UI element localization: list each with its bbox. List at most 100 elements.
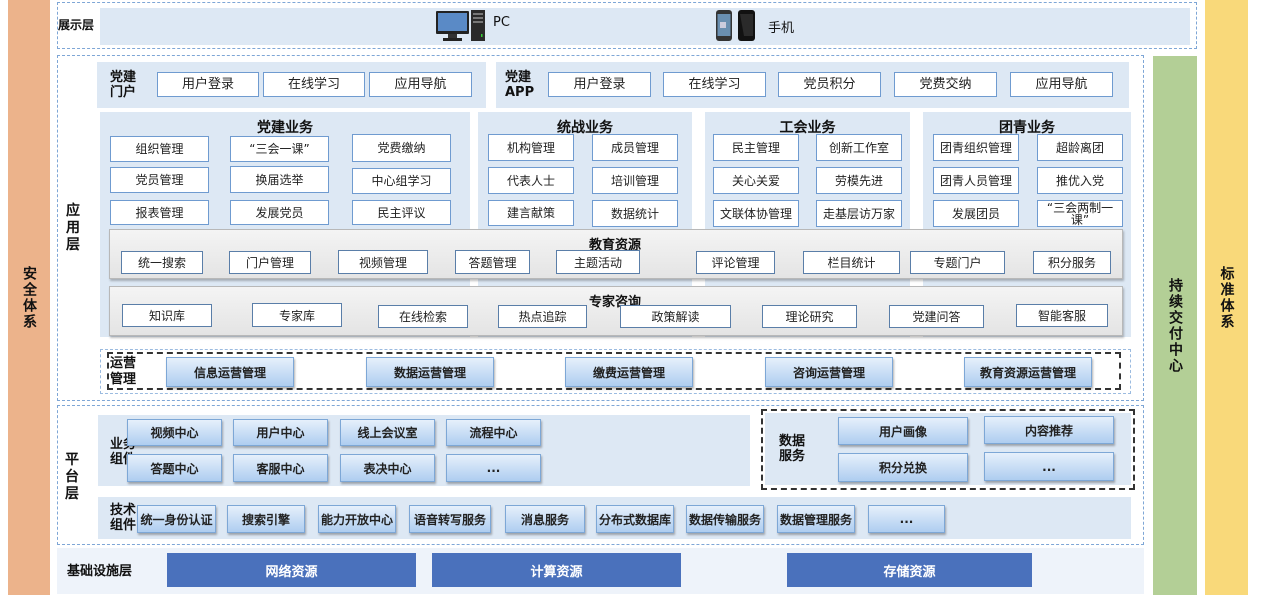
- operations-item[interactable]: 数据运营管理: [366, 357, 494, 387]
- tech-component[interactable]: 分布式数据库: [596, 505, 674, 533]
- education-item[interactable]: 栏目统计: [803, 251, 900, 274]
- party-item[interactable]: 民主评议: [352, 200, 451, 225]
- app-item[interactable]: 党费交纳: [894, 72, 997, 97]
- operations-item[interactable]: 缴费运营管理: [565, 357, 693, 387]
- portal-item[interactable]: 用户登录: [157, 72, 259, 97]
- tech-component[interactable]: 数据传输服务: [686, 505, 764, 533]
- expert-item[interactable]: 在线检索: [378, 305, 468, 328]
- education-item[interactable]: 答题管理: [455, 250, 530, 274]
- expert-item[interactable]: 热点追踪: [498, 305, 587, 328]
- app-item[interactable]: 应用导航: [1010, 72, 1113, 97]
- business-component[interactable]: ...: [446, 454, 541, 482]
- tech-component[interactable]: 消息服务: [505, 505, 585, 533]
- business-component[interactable]: 视频中心: [127, 419, 222, 446]
- business-component[interactable]: 用户中心: [233, 419, 328, 446]
- operations-item[interactable]: 信息运营管理: [166, 357, 294, 387]
- business-component[interactable]: 线上会议室: [340, 419, 435, 446]
- operations-label: 运营管理: [110, 356, 137, 387]
- compute-resources[interactable]: 计算资源: [432, 553, 681, 587]
- storage-resources[interactable]: 存储资源: [787, 553, 1032, 587]
- display-panel: [100, 8, 1190, 45]
- union-business-title: 工会业务: [779, 120, 836, 136]
- expert-item[interactable]: 专家库: [252, 303, 342, 327]
- party-item[interactable]: 党员管理: [110, 167, 209, 193]
- business-component[interactable]: 流程中心: [446, 419, 541, 446]
- continuous-delivery-bar: 持续交付中心: [1153, 56, 1197, 595]
- united-front-item[interactable]: 数据统计: [592, 200, 678, 227]
- application-layer-label: 应用层: [66, 203, 80, 253]
- tech-component[interactable]: 数据管理服务: [777, 505, 855, 533]
- expert-item[interactable]: 政策解读: [620, 305, 731, 328]
- education-item[interactable]: 评论管理: [696, 251, 775, 274]
- party-app-label: 党建 APP: [505, 70, 535, 100]
- education-item[interactable]: 门户管理: [229, 251, 311, 274]
- expert-item[interactable]: 智能客服: [1016, 304, 1108, 327]
- application-layer: [57, 55, 1144, 401]
- tech-component[interactable]: 语音转写服务: [409, 505, 491, 533]
- party-item[interactable]: 中心组学习: [352, 168, 451, 194]
- business-component[interactable]: 表决中心: [340, 454, 435, 482]
- infrastructure-label: 基础设施层: [67, 564, 133, 579]
- party-item[interactable]: 组织管理: [110, 136, 209, 162]
- union-item[interactable]: 文联体协管理: [713, 200, 799, 227]
- app-item[interactable]: 党员积分: [778, 72, 881, 97]
- united-front-item[interactable]: 成员管理: [592, 134, 678, 161]
- party-item[interactable]: 发展党员: [230, 200, 329, 225]
- tech-component[interactable]: 能力开放中心: [318, 505, 396, 533]
- expert-item[interactable]: 理论研究: [762, 305, 857, 328]
- expert-item[interactable]: 知识库: [122, 304, 212, 327]
- youth-item[interactable]: 发展团员: [933, 200, 1019, 227]
- operations-frame: [107, 352, 1121, 390]
- union-item[interactable]: 创新工作室: [816, 134, 902, 161]
- security-system-label: 安全体系: [21, 265, 37, 330]
- tech-components-label: 技术组件: [110, 503, 137, 533]
- youth-item[interactable]: 超龄离团: [1037, 134, 1123, 161]
- tech-component[interactable]: 统一身份认证: [137, 505, 216, 533]
- expert-item[interactable]: 党建问答: [889, 305, 984, 328]
- education-item[interactable]: 主题活动: [556, 250, 640, 274]
- standard-system-label: 标准体系: [1218, 265, 1235, 330]
- united-front-item[interactable]: 代表人士: [488, 167, 574, 194]
- operations-item[interactable]: 咨询运营管理: [765, 357, 893, 387]
- party-item[interactable]: 党费缴纳: [352, 134, 451, 162]
- operations-item[interactable]: 教育资源运营管理: [964, 357, 1092, 387]
- party-item[interactable]: “三会一课”: [230, 136, 329, 162]
- education-item[interactable]: 视频管理: [338, 250, 428, 274]
- youth-business-title: 团青业务: [999, 120, 1055, 136]
- united-front-item[interactable]: 机构管理: [488, 134, 574, 161]
- pc-monitor-icon: [436, 10, 485, 41]
- display-layer-label: 展示层: [58, 18, 95, 32]
- union-item[interactable]: 关心关爱: [713, 167, 799, 194]
- youth-item[interactable]: 团青组织管理: [933, 134, 1019, 161]
- education-item[interactable]: 专题门户: [910, 251, 1005, 274]
- tech-component[interactable]: 搜索引擎: [227, 505, 305, 533]
- youth-item[interactable]: “三会两制一课”: [1037, 200, 1123, 227]
- education-item[interactable]: 积分服务: [1033, 251, 1111, 274]
- business-component[interactable]: 答题中心: [127, 454, 222, 482]
- union-item[interactable]: 走基层访万家: [816, 200, 902, 227]
- union-item[interactable]: 民主管理: [713, 134, 799, 161]
- data-service-item[interactable]: 积分兑换: [838, 453, 968, 482]
- education-item[interactable]: 统一搜索: [121, 251, 203, 274]
- app-item[interactable]: 在线学习: [663, 72, 766, 97]
- data-service-item[interactable]: ...: [984, 452, 1114, 481]
- security-system-bar: 安全体系: [8, 0, 50, 595]
- youth-item[interactable]: 团青人员管理: [933, 167, 1019, 194]
- party-item[interactable]: 报表管理: [110, 200, 209, 225]
- data-service-item[interactable]: 内容推荐: [984, 416, 1114, 444]
- united-front-item[interactable]: 建言献策: [488, 200, 574, 226]
- tech-component[interactable]: ...: [868, 505, 945, 533]
- party-item[interactable]: 换届选举: [230, 166, 329, 193]
- business-component[interactable]: 客服中心: [233, 454, 328, 482]
- portal-item[interactable]: 在线学习: [263, 72, 365, 97]
- united-front-title: 统战业务: [557, 120, 613, 136]
- union-item[interactable]: 劳模先进: [816, 167, 902, 194]
- network-resources[interactable]: 网络资源: [167, 553, 416, 587]
- app-item[interactable]: 用户登录: [548, 72, 651, 97]
- portal-item[interactable]: 应用导航: [369, 72, 472, 97]
- data-service-item[interactable]: 用户画像: [838, 417, 968, 445]
- united-front-item[interactable]: 培训管理: [592, 167, 678, 194]
- pc-label: PC: [493, 15, 510, 30]
- data-services-frame: [761, 409, 1135, 490]
- youth-item[interactable]: 推优入党: [1037, 167, 1123, 194]
